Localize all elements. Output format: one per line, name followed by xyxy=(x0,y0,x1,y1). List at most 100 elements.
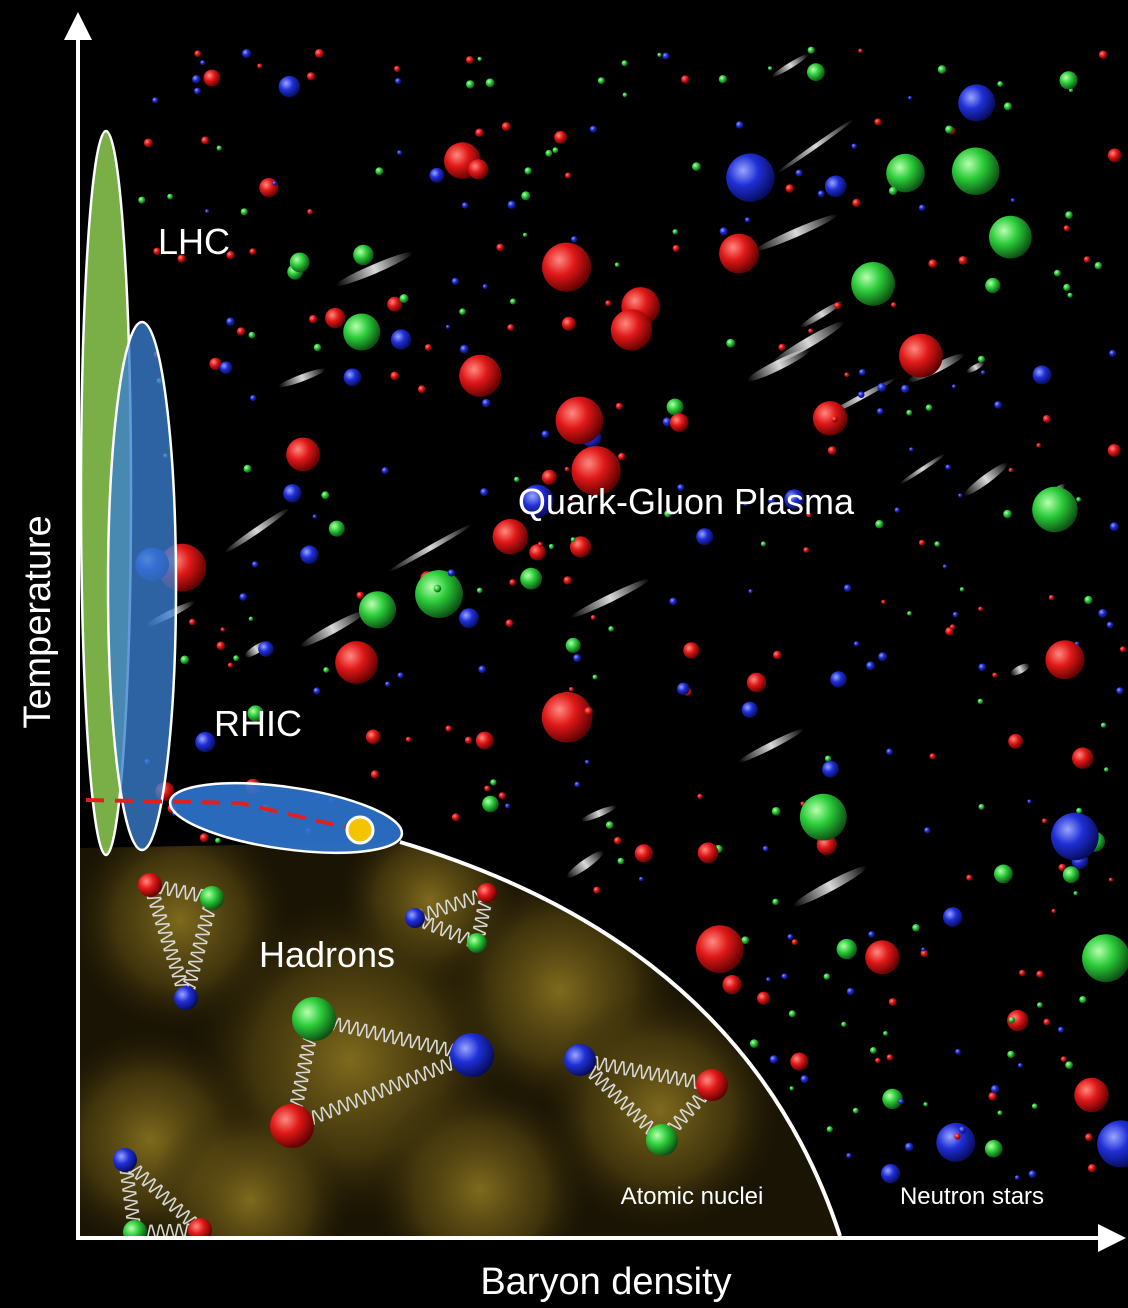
blue-quark-particle xyxy=(251,561,259,568)
blue-quark-particle xyxy=(768,497,775,504)
red-quark-particle xyxy=(189,618,196,626)
gluon-streak xyxy=(336,252,413,286)
blue-quark-particle xyxy=(1017,1063,1023,1068)
green-quark-particle xyxy=(1076,807,1083,814)
blue-quark-particle xyxy=(541,430,549,438)
red-quark-particle xyxy=(335,641,378,684)
red-quark-particle xyxy=(424,344,432,351)
green-quark-particle xyxy=(313,343,322,352)
blue-quark-particle xyxy=(904,1142,914,1152)
green-quark-particle xyxy=(836,938,857,960)
red-quark-particle xyxy=(496,243,505,252)
blue-quark-particle xyxy=(239,593,247,601)
green-quark-particle xyxy=(888,186,898,196)
green-quark-particle xyxy=(215,837,221,844)
blue-quark-particle xyxy=(719,227,728,236)
gluon-streak xyxy=(754,214,838,252)
red-quark-particle xyxy=(785,184,794,193)
green-quark-particle xyxy=(514,476,520,483)
red-quark-particle xyxy=(746,672,767,693)
red-quark-particle xyxy=(475,128,484,137)
green-quark-particle xyxy=(886,153,925,193)
critical-point-marker xyxy=(345,815,375,845)
blue-quark-particle xyxy=(980,370,986,375)
gluon-spring xyxy=(575,1058,667,1142)
green-quark-particle xyxy=(548,543,555,550)
green-quark-particle xyxy=(216,145,222,151)
blue-quark-particle xyxy=(451,277,459,285)
blue-quark-particle xyxy=(343,368,362,387)
green-quark-particle xyxy=(1067,292,1073,298)
blue-quark-particle xyxy=(242,49,251,58)
green-quark-particle xyxy=(789,1086,794,1091)
green-quark-particle xyxy=(1063,283,1071,291)
green-quark-particle xyxy=(934,541,940,547)
red-quark-particle xyxy=(812,401,848,436)
red-quark-particle xyxy=(834,302,842,310)
green-quark-particle xyxy=(1031,1103,1038,1109)
blue-quark-particle xyxy=(1057,1026,1064,1033)
red-quark-particle xyxy=(459,354,502,397)
gluon-spring xyxy=(118,1159,142,1233)
blue-quark-particle xyxy=(445,324,450,329)
red-quark-particle xyxy=(249,248,256,255)
green-quark-particle xyxy=(524,167,532,175)
blue-quark-particle xyxy=(283,484,302,503)
green-quark-particle xyxy=(459,308,466,316)
blue-quark-particle xyxy=(1027,799,1032,804)
blue-quark-particle xyxy=(945,464,951,470)
red-quark-particle xyxy=(966,874,973,881)
green-quark-particle xyxy=(692,162,701,171)
red-quark-particle xyxy=(669,413,689,432)
hadron-triads xyxy=(113,873,728,1236)
red-quark-particle xyxy=(610,309,653,351)
gluon-spring xyxy=(134,1223,201,1236)
gluon-spring xyxy=(579,1054,713,1091)
gluon-spring xyxy=(121,1158,204,1232)
gluon-streak xyxy=(966,361,985,373)
green-quark-particle xyxy=(824,755,832,762)
blue-quark-particle xyxy=(1109,349,1117,357)
green-quark-particle xyxy=(321,491,330,500)
red-quark-particle xyxy=(1119,646,1126,653)
blue-quark-particle xyxy=(735,121,744,129)
green-quark-particle xyxy=(912,924,920,932)
green-quark-in-hadron xyxy=(123,1220,147,1236)
green-quark-particle xyxy=(906,409,913,416)
green-quark-particle xyxy=(605,821,614,829)
green-quark-particle xyxy=(1007,1050,1015,1059)
blue-quark-particle xyxy=(877,382,887,392)
blue-quark-particle xyxy=(726,153,775,202)
blue-quark-particle xyxy=(824,175,847,198)
green-quark-particle xyxy=(923,1102,928,1107)
blue-quark-particle xyxy=(662,52,670,60)
blue-quark-particle xyxy=(851,143,857,149)
red-quark-particle xyxy=(790,1052,809,1071)
blue-quark-particle xyxy=(766,977,771,982)
red-quark-particle xyxy=(590,615,596,620)
blue-quark-particle xyxy=(200,60,206,66)
blue-quark-particle xyxy=(258,641,274,657)
red-quark-particle xyxy=(852,198,861,207)
red-quark-particle xyxy=(466,56,474,64)
blue-quark-particle xyxy=(1109,522,1119,531)
red-quark-particle xyxy=(307,209,313,215)
blue-quark-particle xyxy=(769,1055,778,1064)
red-quark-particle xyxy=(209,357,222,370)
red-quark-particle xyxy=(1074,1077,1109,1113)
blue-quark-particle xyxy=(696,528,714,546)
blue-quark-particle xyxy=(990,1085,1000,1094)
red-quark-particle xyxy=(865,940,900,975)
blue-quark-particle xyxy=(978,663,986,672)
red-quark-particle xyxy=(697,793,703,800)
blue-quark-particle xyxy=(478,665,487,674)
red-quark-particle xyxy=(920,949,928,958)
red-quark-particle xyxy=(226,251,235,260)
blue-quark-particle xyxy=(943,907,963,927)
qgp-region-label: Quark-Gluon Plasma xyxy=(518,481,855,522)
red-quark-particle xyxy=(314,48,324,58)
red-quark-particle xyxy=(570,536,592,558)
green-quark-particle xyxy=(1032,486,1078,533)
green-quark-particle xyxy=(621,60,628,67)
